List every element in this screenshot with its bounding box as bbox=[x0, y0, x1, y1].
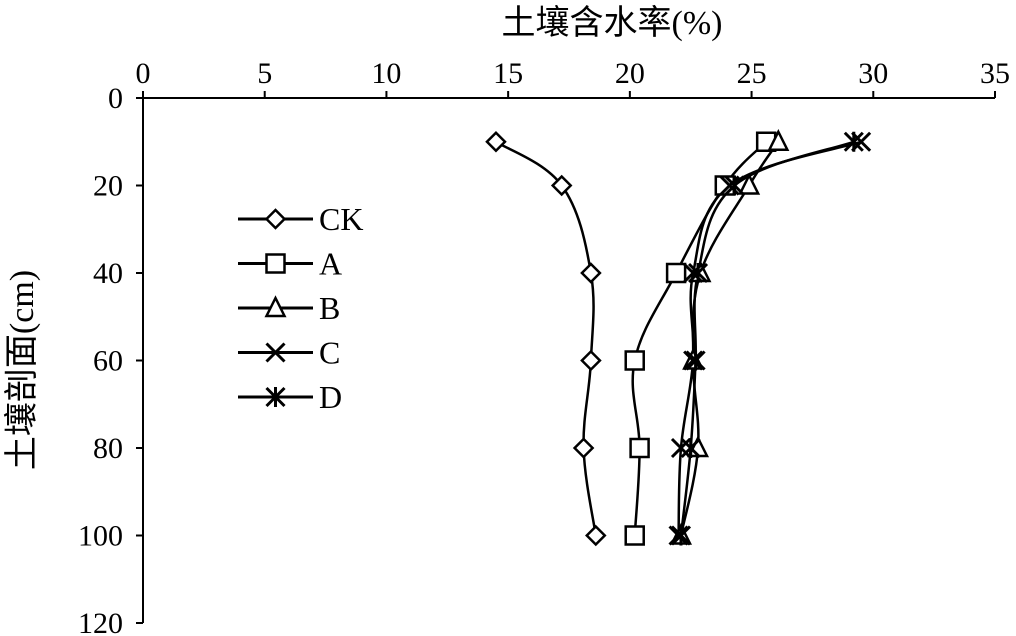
y-tick-labels: 0 20 40 60 80 100 120 bbox=[78, 82, 123, 636]
legend-item-c: C bbox=[238, 335, 340, 371]
series-ck-line bbox=[495, 140, 598, 536]
series-a-point bbox=[629, 437, 650, 459]
y-tick-label: 120 bbox=[78, 607, 123, 636]
series-d-point bbox=[843, 131, 864, 152]
series-d-point bbox=[680, 437, 701, 459]
series-b-point bbox=[767, 128, 790, 151]
series-ck-point bbox=[550, 174, 573, 197]
series-a-line bbox=[631, 140, 768, 536]
y-tick-label: 40 bbox=[93, 257, 123, 290]
legend-label: A bbox=[319, 246, 342, 282]
marker-stroke bbox=[668, 525, 689, 546]
series-ck-point bbox=[485, 130, 507, 153]
marker-stroke bbox=[683, 350, 704, 371]
x-tick-label: 5 bbox=[257, 57, 272, 90]
marker-stroke bbox=[670, 437, 692, 459]
series-a-point bbox=[624, 525, 645, 546]
x-tick-label: 0 bbox=[136, 57, 151, 90]
series-lines bbox=[495, 140, 862, 536]
series-d-point bbox=[670, 525, 692, 546]
series-ck-point bbox=[580, 262, 602, 284]
x-tick-label: 25 bbox=[737, 57, 767, 90]
series-c-point bbox=[670, 437, 692, 459]
legend-item-d: D bbox=[238, 379, 342, 415]
x-tick-labels: 0 5 10 15 20 25 30 35 bbox=[136, 57, 1011, 90]
series-d-line bbox=[679, 140, 855, 536]
legend-marker bbox=[264, 208, 287, 230]
y-tick-label: 100 bbox=[78, 520, 123, 553]
x-axis-title: 土壤含水率(%) bbox=[502, 4, 723, 42]
y-tick-label: 20 bbox=[93, 170, 123, 203]
x-tick-label: 10 bbox=[371, 57, 401, 90]
legend-item-ck: CK bbox=[238, 201, 363, 237]
series-c-point bbox=[668, 525, 689, 546]
legend-label: C bbox=[319, 335, 340, 371]
legend-item-b: B bbox=[238, 290, 340, 326]
legend-marker bbox=[265, 253, 286, 274]
series-a-point bbox=[665, 262, 687, 284]
legend-item-a: A bbox=[238, 246, 342, 282]
series-c-point bbox=[683, 350, 704, 371]
legend-marker bbox=[265, 386, 286, 408]
legend-label: CK bbox=[319, 201, 363, 237]
series-ck-point bbox=[572, 437, 595, 459]
legend-label: D bbox=[319, 379, 342, 415]
y-tick-label: 60 bbox=[93, 345, 123, 378]
x-tick-label: 20 bbox=[615, 57, 645, 90]
legend-label: B bbox=[319, 290, 340, 326]
series-b-point bbox=[738, 172, 761, 195]
y-axis-title: 土壤剖面(cm) bbox=[3, 270, 41, 470]
series-c-line bbox=[677, 140, 862, 536]
y-tick-label: 80 bbox=[93, 432, 123, 465]
series-ck-point bbox=[580, 349, 602, 372]
series-ck-point bbox=[585, 524, 607, 547]
series-a-point bbox=[624, 350, 645, 371]
series-markers bbox=[485, 128, 872, 547]
legend-marker bbox=[264, 295, 287, 318]
axes bbox=[136, 91, 996, 624]
x-tick-label: 15 bbox=[493, 57, 523, 90]
x-tick-label: 35 bbox=[980, 57, 1010, 90]
series-d-point bbox=[685, 350, 706, 371]
y-tick-label: 0 bbox=[108, 82, 123, 115]
series-d-point bbox=[687, 262, 709, 284]
x-tick-label: 30 bbox=[858, 57, 888, 90]
marker-stroke bbox=[265, 342, 286, 363]
legend-marker bbox=[265, 342, 286, 363]
series-d-point bbox=[724, 175, 745, 196]
